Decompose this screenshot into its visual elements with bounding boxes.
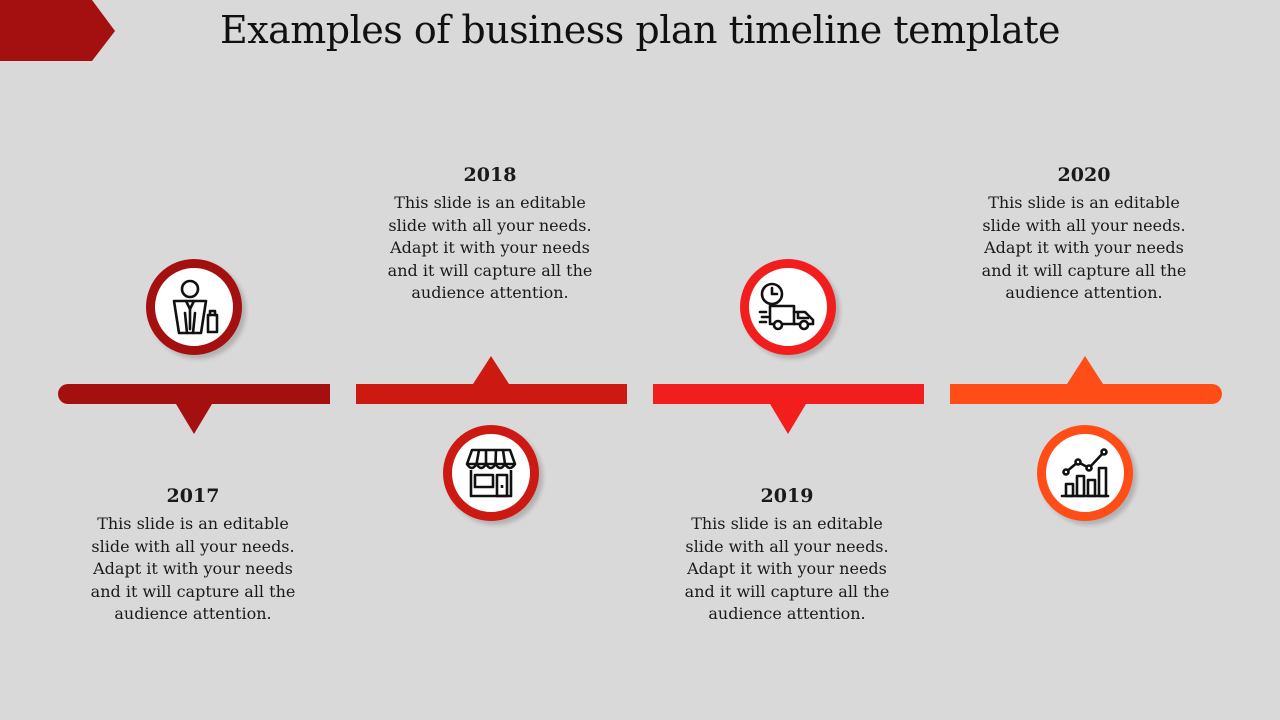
milestone-description: This slide is an editable slide with all…	[981, 193, 1187, 302]
milestone-node-2019	[740, 259, 836, 355]
milestone-description: This slide is an editable slide with all…	[387, 193, 593, 302]
milestone-node-2020	[1037, 425, 1133, 521]
milestone-year: 2020	[1057, 164, 1111, 186]
milestone-description: This slide is an editable slide with all…	[90, 514, 296, 623]
milestone-node-2018	[443, 425, 539, 521]
milestone-year: 2019	[760, 485, 814, 507]
milestone-text-2018: 2018 This slide is an editable slide wit…	[380, 164, 600, 305]
growth-chart-icon	[1060, 448, 1110, 498]
businessman-icon	[172, 279, 219, 335]
milestone-year: 2017	[166, 485, 220, 507]
milestone-node-2017	[146, 259, 242, 355]
pointer-2018	[473, 356, 509, 384]
timeline-segment-2020	[950, 384, 1222, 404]
pointer-2017	[176, 404, 212, 434]
page-title: Examples of business plan timeline templ…	[219, 8, 1061, 52]
corner-tag	[0, 0, 115, 61]
timeline-segment-2017	[58, 384, 330, 404]
milestone-text-2020: 2020 This slide is an editable slide wit…	[974, 164, 1194, 305]
timeline-segment-2019	[653, 384, 924, 404]
storefront-icon	[465, 448, 517, 498]
milestone-text-2019: 2019 This slide is an editable slide wit…	[677, 485, 897, 626]
delivery-truck-icon	[758, 282, 815, 331]
timeline-segment-2018	[356, 384, 627, 404]
milestone-text-2017: 2017 This slide is an editable slide wit…	[83, 485, 303, 626]
pointer-2020	[1067, 356, 1103, 384]
milestone-year: 2018	[463, 164, 517, 186]
pointer-2019	[770, 404, 806, 434]
milestone-description: This slide is an editable slide with all…	[684, 514, 890, 623]
